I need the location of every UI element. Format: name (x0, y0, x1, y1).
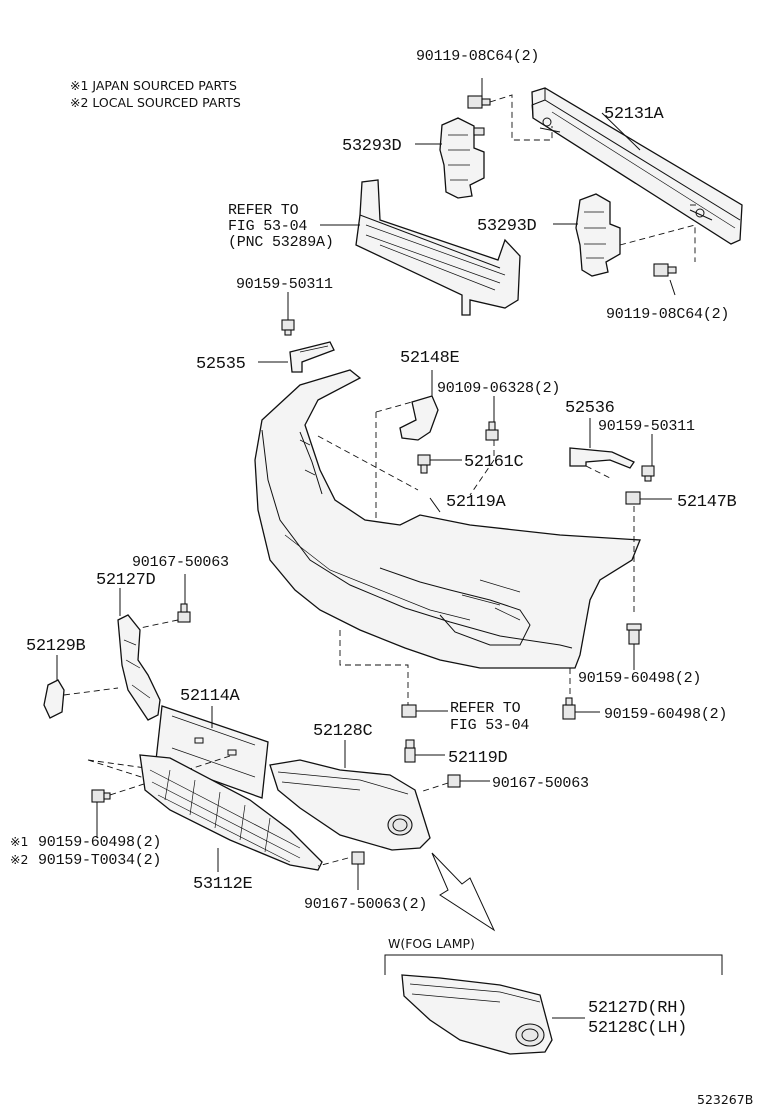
mark-local: ※2 (10, 852, 28, 867)
bracket-52129B (43, 679, 65, 719)
refer-top-line1: REFER TO (228, 202, 299, 219)
bracket-52127D (117, 614, 161, 721)
leader-52131A (601, 112, 641, 151)
absorber-ref (355, 179, 521, 316)
inset-title: W(FOG LAMP) (388, 936, 475, 951)
plate-52114A (155, 705, 269, 799)
bolt-bottom-left (91, 789, 111, 803)
bumper-cover-52119A (254, 369, 641, 669)
bracket-53293D-left (439, 117, 485, 199)
label-52131A: 52131A (604, 105, 665, 124)
arrow-to-inset (431, 852, 496, 932)
label-52127D: 52127D (96, 571, 156, 590)
refer-top-line2: FIG 53-04 (228, 218, 307, 235)
label-90159-50311-left: 90159-50311 (236, 276, 333, 293)
label-52129B: 52129B (26, 637, 86, 656)
label-90167-50063-bottom: 90167-50063(2) (304, 896, 427, 913)
grille-53112E (139, 754, 323, 871)
bracket-53293D-right (575, 193, 621, 277)
clip-refer-mid (401, 704, 417, 718)
clip-90159-right (641, 465, 655, 482)
screw-90167-left (177, 603, 191, 623)
bracket-52148E (399, 395, 439, 441)
clip-52147B (625, 491, 641, 505)
refer-mid-line2: FIG 53-04 (450, 717, 529, 734)
label-53293D-left: 53293D (342, 137, 402, 156)
label-53293D-right: 53293D (477, 217, 537, 236)
note-local: ※2 LOCAL SOURCED PARTS (70, 95, 241, 110)
mark-japan: ※1 (10, 834, 28, 849)
bracket-52536 (569, 447, 635, 469)
label-52128C-LH: 52128C(LH) (588, 1019, 687, 1038)
reinforcement-52131A (531, 87, 743, 245)
label-52119A: 52119A (446, 493, 507, 512)
label-90119-08C64-bottom: 90119-08C64(2) (606, 306, 729, 323)
footer-code: 523267B (697, 1092, 753, 1107)
label-52147B: 52147B (677, 493, 737, 512)
label-52536: 52536 (565, 399, 615, 418)
refer-top-line3: (PNC 53289A) (228, 234, 334, 251)
clip-90159-left (281, 319, 295, 336)
label-52127D-RH: 52127D(RH) (588, 999, 687, 1018)
refer-mid-line1: REFER TO (450, 700, 521, 717)
bolt-90159-60498-r1 (626, 623, 642, 645)
label-90167-50063-mid: 90167-50063 (492, 775, 589, 792)
label-90159-60498-r1: 90159-60498(2) (578, 670, 701, 687)
note-japan: ※1 JAPAN SOURCED PARTS (70, 78, 237, 93)
bezel-52128C (269, 759, 431, 851)
label-53112E: 53112E (193, 875, 253, 894)
label-90159-60498-r2: 90159-60498(2) (604, 706, 727, 723)
label-90159-60498-bl: 90159-60498(2) (38, 834, 161, 851)
inset-bracket (384, 954, 723, 975)
bolt-90159-60498-r2 (562, 697, 576, 720)
bolt-90119-top (467, 95, 491, 109)
screw-52119D (404, 739, 416, 763)
label-90159-T0034: 90159-T0034(2) (38, 852, 161, 869)
label-90159-50311-right: 90159-50311 (598, 418, 695, 435)
leader-bolt-bottom (669, 279, 676, 296)
leader-52119A (429, 497, 441, 513)
bracket-52535 (289, 341, 335, 373)
clip-52161C (417, 454, 431, 474)
screw-90167-bottom (351, 851, 365, 865)
screw-90167-mid (447, 774, 461, 788)
label-52128C: 52128C (313, 722, 373, 741)
label-90109-06328: 90109-06328(2) (437, 380, 560, 397)
label-52535: 52535 (196, 355, 246, 374)
bezel-fog-lamp (401, 974, 553, 1055)
label-90119-08C64-top: 90119-08C64(2) (416, 48, 539, 65)
bolt-90109 (485, 421, 499, 441)
bolt-90119-bottom (653, 263, 677, 277)
label-52114A: 52114A (180, 687, 241, 706)
label-52119D: 52119D (448, 749, 508, 768)
label-90167-50063-left: 90167-50063 (132, 554, 229, 571)
label-52161C: 52161C (464, 453, 524, 472)
label-52148E: 52148E (400, 349, 460, 368)
